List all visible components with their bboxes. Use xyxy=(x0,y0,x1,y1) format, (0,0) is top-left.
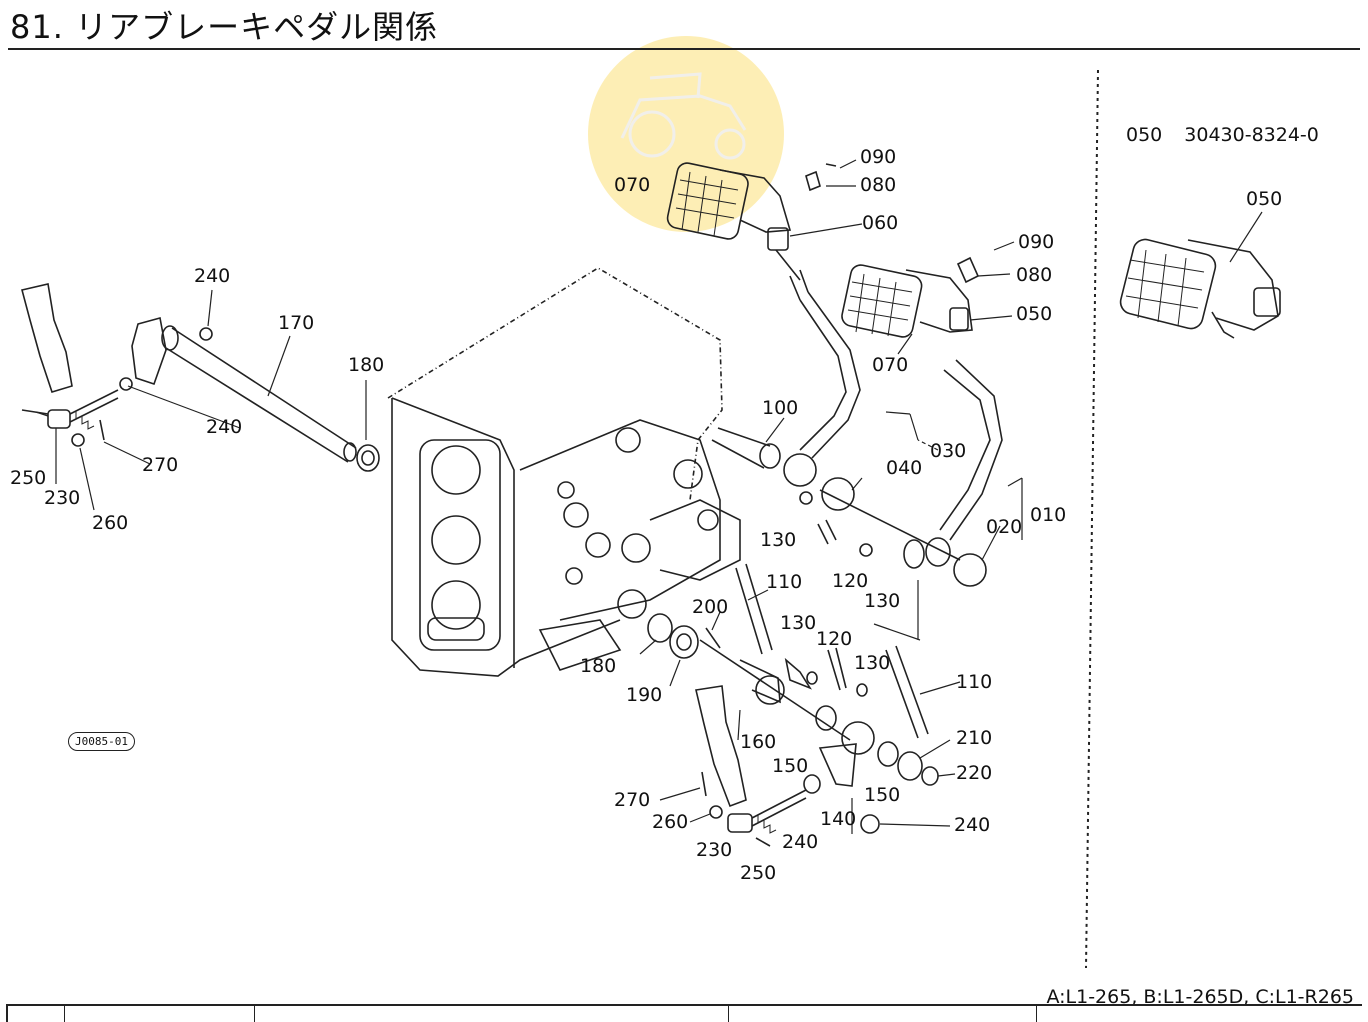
callout-050: 050 xyxy=(1016,303,1053,325)
callout-120: 120 xyxy=(816,628,853,650)
callout-180: 180 xyxy=(580,655,617,677)
callout-130: 130 xyxy=(780,612,817,634)
callout-210: 210 xyxy=(956,727,993,749)
callout-130: 130 xyxy=(864,590,901,612)
callout-100: 100 xyxy=(762,397,799,419)
table-column-divider xyxy=(1036,1006,1037,1022)
callout-130: 130 xyxy=(760,529,797,551)
callout-040: 040 xyxy=(886,457,923,479)
callout-240: 240 xyxy=(954,814,991,836)
title-divider xyxy=(8,48,1360,50)
callout-230: 230 xyxy=(696,839,733,861)
callout-110: 110 xyxy=(956,671,993,693)
transmission-housing xyxy=(387,267,741,677)
model-applicability-note: A:L1-265, B:L1-265D, C:L1-R265 xyxy=(1046,986,1354,1008)
callout-090: 090 xyxy=(1018,231,1055,253)
callout-090: 090 xyxy=(860,146,897,168)
detail-pedal-050 xyxy=(1119,238,1281,339)
table-column-divider xyxy=(254,1006,255,1022)
callout-010: 010 xyxy=(1030,504,1067,526)
detail-part-no: 050 xyxy=(1126,124,1163,146)
callout-020: 020 xyxy=(986,516,1023,538)
parts-table-header xyxy=(6,1004,1362,1022)
table-column-divider xyxy=(64,1006,65,1022)
brake-arm-left xyxy=(21,283,119,447)
callout-160: 160 xyxy=(740,731,777,753)
callout-230: 230 xyxy=(44,487,81,509)
callout-250: 250 xyxy=(10,467,47,489)
callout-120: 120 xyxy=(832,570,869,592)
callout-080: 080 xyxy=(860,174,897,196)
tractor-watermark-icon xyxy=(620,72,747,160)
callout-030: 030 xyxy=(930,440,967,462)
callout-110: 110 xyxy=(766,571,803,593)
shaft-170 xyxy=(119,316,380,472)
callout-200: 200 xyxy=(692,596,729,618)
callout-070: 070 xyxy=(614,174,651,196)
leader-lines xyxy=(35,159,1263,834)
callout-130: 130 xyxy=(854,652,891,674)
callout-060: 060 xyxy=(862,212,899,234)
callout-170: 170 xyxy=(278,312,315,334)
callout-250: 250 xyxy=(740,862,777,884)
shaft-assembly xyxy=(647,427,987,834)
callout-240: 240 xyxy=(782,831,819,853)
callout-190: 190 xyxy=(626,684,663,706)
callout-070: 070 xyxy=(872,354,909,376)
detail-callout-050: 050 xyxy=(1246,188,1283,210)
diagram-code-badge: J0085-01 xyxy=(68,732,135,751)
page-title: 81. リアブレーキペダル関係 xyxy=(10,8,439,46)
pedal-middle xyxy=(841,256,1003,567)
callout-270: 270 xyxy=(614,789,651,811)
callout-180: 180 xyxy=(348,354,385,376)
callout-260: 260 xyxy=(652,811,689,833)
detail-part-number: 050 30430-8324-0 xyxy=(1126,124,1341,146)
callout-150: 150 xyxy=(864,784,901,806)
pedal-upper xyxy=(666,162,861,459)
table-column-divider xyxy=(728,1006,729,1022)
callout-260: 260 xyxy=(92,512,129,534)
detail-separator xyxy=(1085,69,1099,969)
callout-080: 080 xyxy=(1016,264,1053,286)
callout-270: 270 xyxy=(142,454,179,476)
callout-150: 150 xyxy=(772,755,809,777)
detail-part-code: 30430-8324-0 xyxy=(1184,124,1319,146)
callout-240: 240 xyxy=(194,265,231,287)
callout-220: 220 xyxy=(956,762,993,784)
brake-arm-right xyxy=(695,685,807,847)
callout-140: 140 xyxy=(820,808,857,830)
callout-240: 240 xyxy=(206,416,243,438)
